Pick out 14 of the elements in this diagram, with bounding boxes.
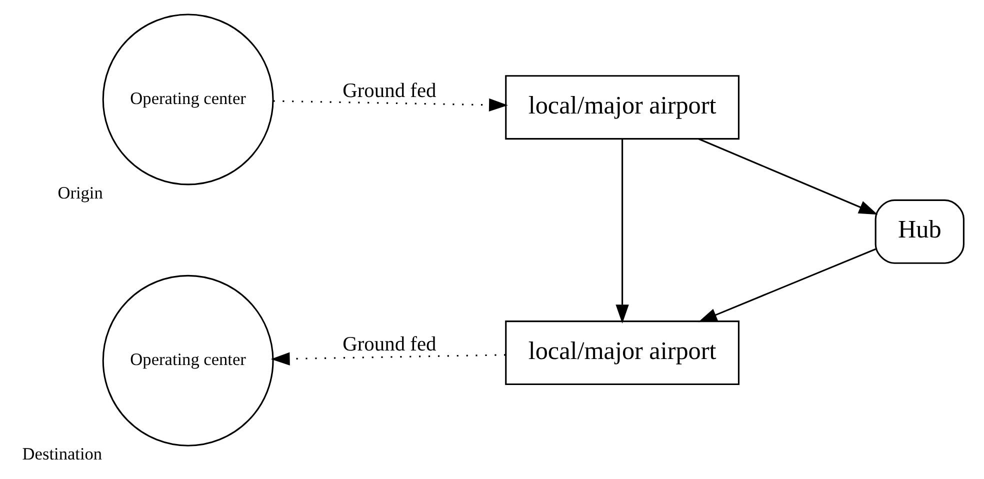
node-label: Origin [57, 183, 102, 202]
node-box: local/major airport [504, 320, 740, 386]
arrow [272, 98, 508, 112]
arrow [615, 139, 628, 324]
node-circle: Operating center [102, 274, 274, 446]
arrow [270, 352, 506, 366]
arrow [698, 248, 876, 322]
arrow [698, 138, 878, 215]
edge-label: Ground fed [342, 80, 436, 102]
node-box: Hub [874, 199, 964, 264]
node-box: local/major airport [504, 75, 740, 140]
node-circle: Operating center [102, 14, 274, 186]
node-label: Destination [22, 444, 102, 464]
edge-label: Ground fed [342, 333, 436, 356]
